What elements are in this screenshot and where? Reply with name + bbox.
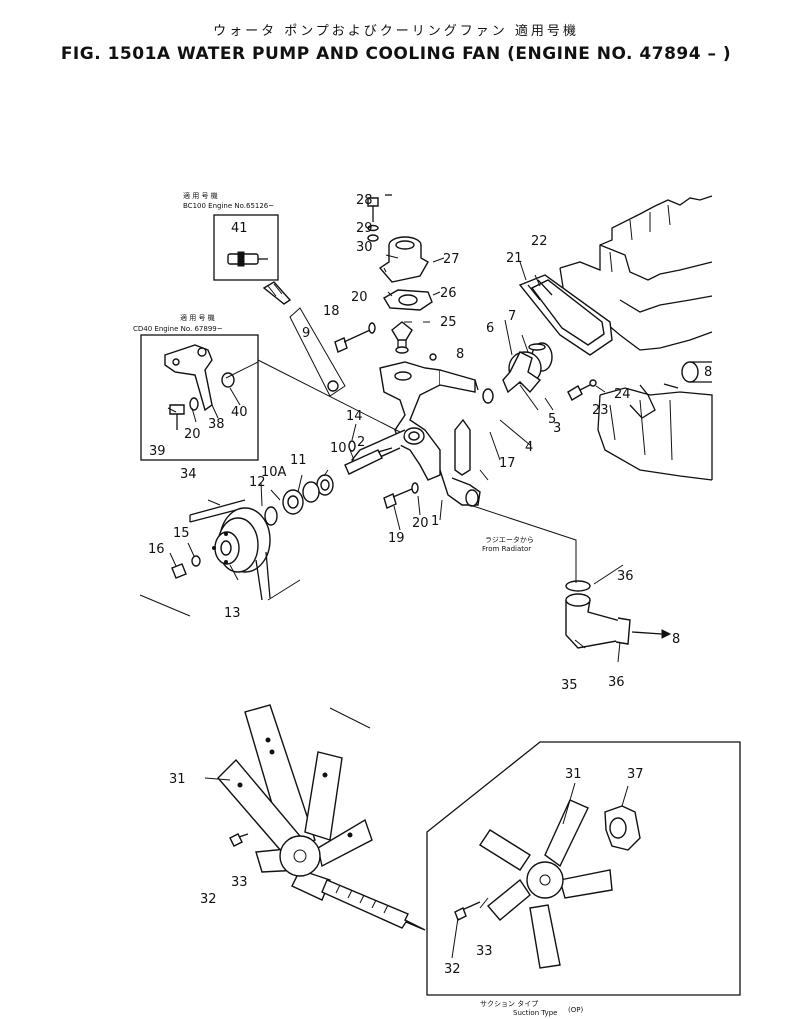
page-title-japanese: ウォータ ポンプおよびクーリングファン 適用号機	[213, 24, 579, 39]
callout-20-lower: 20	[412, 516, 429, 531]
callout-39: 39	[149, 444, 166, 459]
hose-35-clamps-36	[565, 580, 672, 649]
callout-32-right: 32	[444, 962, 461, 977]
callout-17: 17	[499, 456, 516, 471]
suction-note-en: Suction Type	[513, 1009, 557, 1017]
bolt-18-washer-20	[334, 322, 376, 353]
callout-12: 12	[249, 475, 266, 490]
callout-20-inset: 20	[184, 427, 201, 442]
callout-33-right: 33	[476, 944, 493, 959]
callout-24: 24	[614, 387, 631, 402]
radiator-note-jp: ラジエータから	[485, 535, 534, 544]
callout-1: 1	[431, 514, 439, 529]
inset-bc100: 適 用 号 機 BC100 Engine No.65126~	[183, 191, 279, 281]
callout-8-mid: 8	[456, 347, 464, 362]
suction-note-jp: サクション タイプ	[480, 999, 538, 1008]
callout-6: 6	[486, 321, 494, 336]
inset-cd40-note-jp: 適 用 号 機	[180, 313, 215, 322]
thermostat-housing-group	[367, 194, 433, 354]
suction-note-op: (OP)	[568, 1006, 583, 1014]
callout-4: 4	[525, 440, 533, 455]
radiator-note: ラジエータから From Radiator	[482, 535, 534, 553]
gasket-and-impeller	[482, 274, 613, 404]
callout-34: 34	[180, 467, 197, 482]
callout-33-left: 33	[231, 875, 248, 890]
callout-13: 13	[224, 606, 241, 621]
callout-41: 41	[231, 221, 248, 236]
hatched-arrow-suction	[321, 879, 426, 931]
callout-9-left: 9	[302, 326, 310, 341]
callout-numbers: 28 29 30 27 26 25 20 18 9 8 41 22 21 7 6…	[148, 193, 712, 977]
callout-15: 15	[173, 526, 190, 541]
callout-11: 11	[290, 453, 307, 468]
callout-10a: 10A	[261, 465, 287, 480]
hatched-arrow-upper	[262, 281, 292, 305]
radiator-note-en: From Radiator	[482, 545, 531, 553]
callout-22: 22	[531, 234, 548, 249]
reference-lines	[139, 307, 577, 729]
water-pump-body	[327, 353, 481, 507]
callout-23: 23	[592, 403, 609, 418]
bolt-19-washer-20	[383, 482, 419, 509]
callout-18: 18	[323, 304, 340, 319]
callout-19: 19	[388, 531, 405, 546]
callout-10: 10	[330, 441, 347, 456]
inset-cd40-note-en: CD40 Engine No. 67899~	[133, 325, 223, 333]
inset-cd40: 適 用 号 機 CD40 Engine No. 67899~	[133, 313, 259, 461]
callout-2: 2	[357, 435, 365, 450]
callout-7: 7	[508, 309, 516, 324]
callout-26: 26	[440, 286, 457, 301]
callout-40: 40	[231, 405, 248, 420]
callout-leaders	[167, 254, 629, 959]
callout-21: 21	[506, 251, 523, 266]
fan-pulley-and-belt	[171, 499, 271, 601]
callout-36-top: 36	[617, 569, 634, 584]
page-title: FIG. 1501A WATER PUMP AND COOLING FAN (E…	[60, 44, 732, 64]
callout-8-lower: 8	[672, 632, 680, 647]
callout-35: 35	[561, 678, 578, 693]
callout-36-bottom: 36	[608, 675, 625, 690]
callout-31-right: 31	[565, 767, 582, 782]
callout-25: 25	[440, 315, 457, 330]
callout-8-right: 8	[704, 365, 712, 380]
callout-37: 37	[627, 767, 644, 782]
callout-32-left: 32	[200, 892, 217, 907]
callout-20-top: 20	[351, 290, 368, 305]
inset-bc100-note-en: BC100 Engine No.65126~	[183, 202, 274, 210]
callout-5: 5	[548, 412, 556, 427]
callout-3: 3	[553, 421, 561, 436]
callout-31-left: 31	[169, 772, 186, 787]
callout-30: 30	[356, 240, 373, 255]
shaft-and-bearings	[264, 440, 393, 526]
callout-38: 38	[208, 417, 225, 432]
callout-29: 29	[356, 221, 373, 236]
cooling-fan-31	[217, 704, 373, 901]
callout-28: 28	[356, 193, 373, 208]
callout-27: 27	[443, 252, 460, 267]
callout-16: 16	[148, 542, 165, 557]
inset-suction-type: サクション タイプ Suction Type (OP)	[426, 741, 741, 1017]
inset-bc100-note-jp: 適 用 号 機	[183, 191, 218, 200]
callout-14: 14	[346, 409, 363, 424]
